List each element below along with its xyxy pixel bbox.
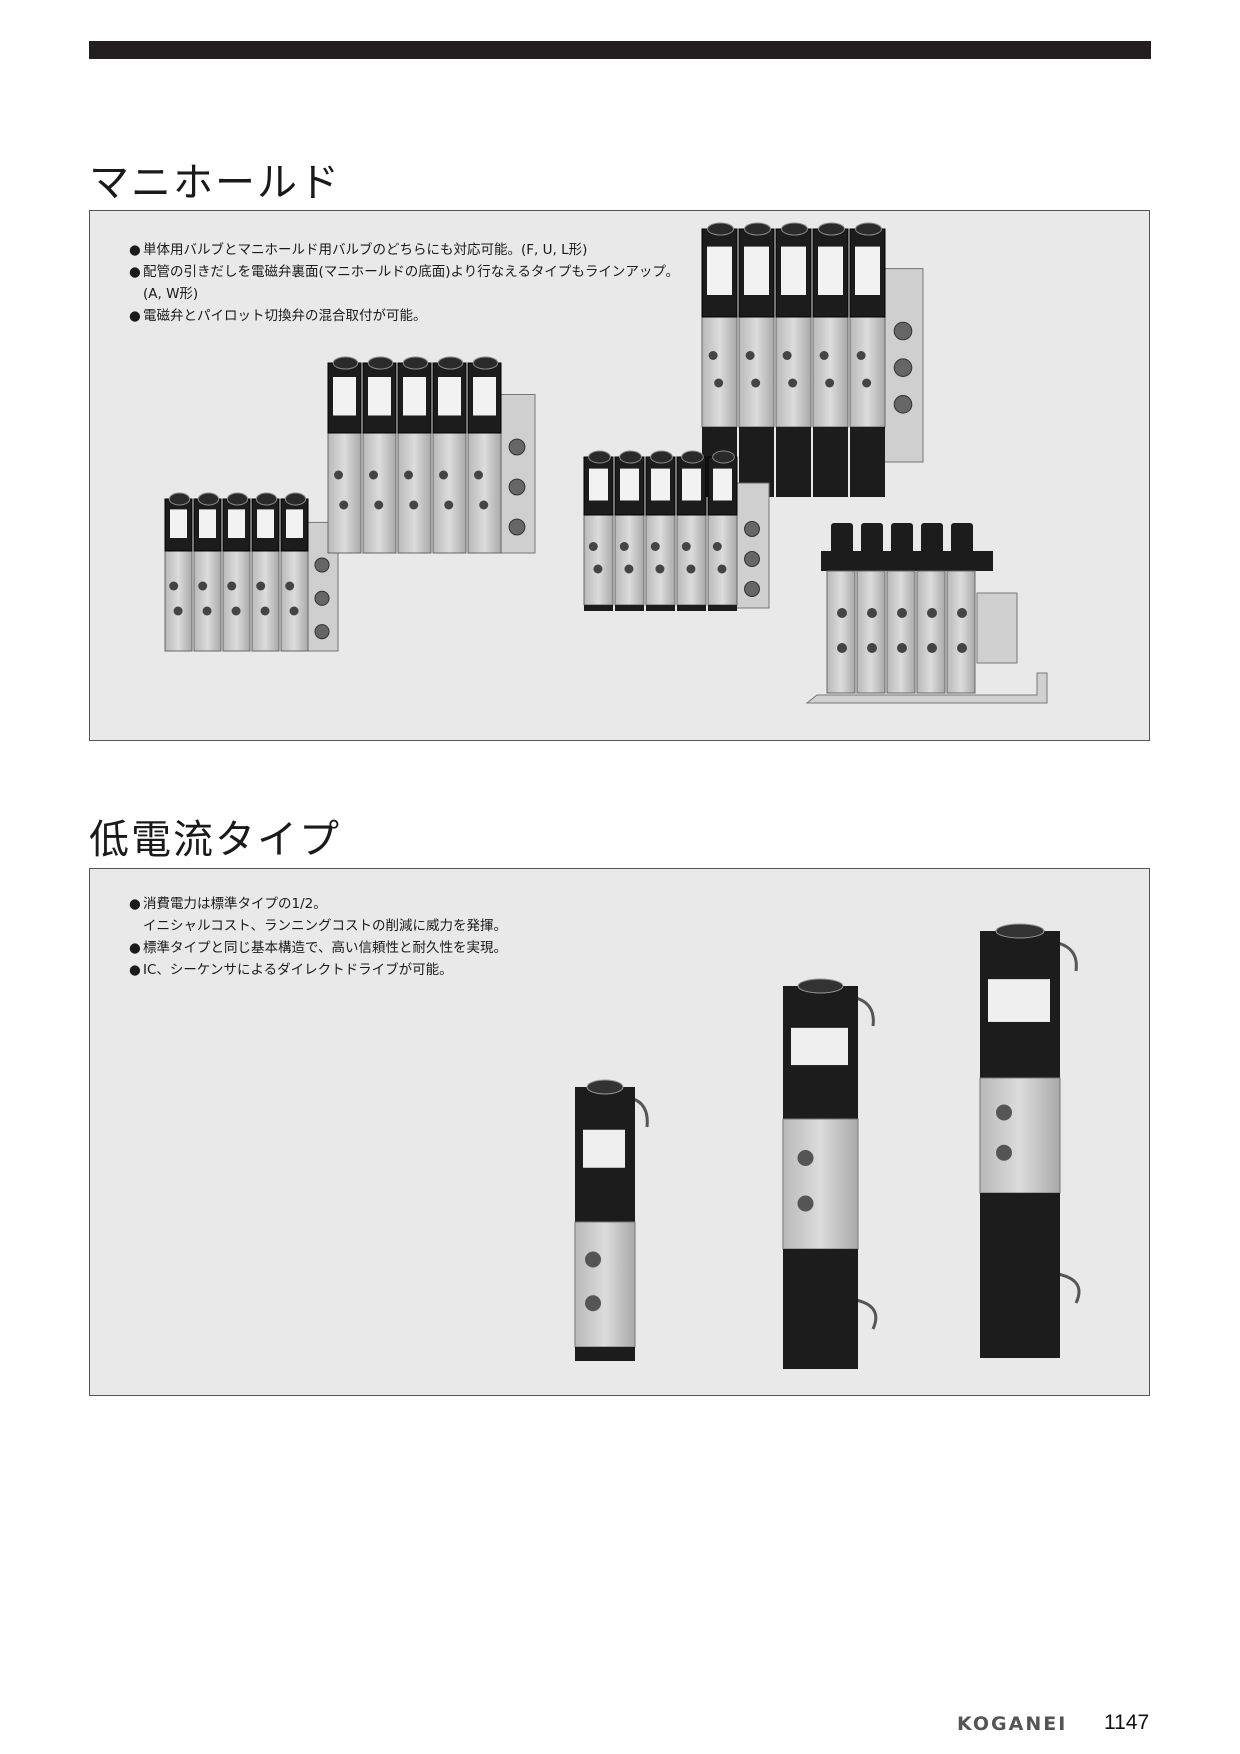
single-valve-photo-short (574, 1079, 649, 1361)
list-item: ●配管の引きだしを電磁弁裏面(マニホールドの底面)より行なえるタイプもラインアッ… (129, 264, 679, 302)
section-title-low-current: 低電流タイプ (89, 817, 341, 863)
list-item: ●IC、シーケンサによるダイレクトドライブが可能。 (129, 962, 453, 978)
low-current-feature-list: ●消費電力は標準タイプの1/2。イニシャルコスト、ランニングコストの削減に威力を… (129, 893, 507, 981)
manifold-panel: ●単体用バルブとマニホールド用バルブのどちらにも対応可能。(F, U, L形) … (89, 210, 1150, 741)
manifold-photo-center-right (583, 450, 770, 611)
list-item: ●電磁弁とパイロット切換弁の混合取付が可能。 (129, 308, 427, 324)
list-item: ●標準タイプと同じ基本構造で、高い信頼性と耐久性を実現。 (129, 940, 507, 956)
list-item: ●消費電力は標準タイプの1/2。イニシャルコスト、ランニングコストの削減に威力を… (129, 896, 507, 934)
manifold-photo-small-left (164, 492, 339, 652)
section-title-manifold: マニホールド (89, 160, 341, 206)
low-current-panel: ●消費電力は標準タイプの1/2。イニシャルコスト、ランニングコストの削減に威力を… (89, 868, 1150, 1396)
single-valve-photo-medium (782, 978, 878, 1369)
manifold-product-photos (164, 222, 1048, 704)
header-rule (89, 41, 1151, 59)
page-number: 1147 (1104, 1711, 1150, 1734)
single-valve-photo-tall (979, 923, 1081, 1358)
manifold-photo-connector-type (805, 523, 1048, 704)
list-item: ●単体用バルブとマニホールド用バルブのどちらにも対応可能。(F, U, L形) (129, 242, 588, 258)
manifold-photo-center (327, 356, 536, 554)
manifold-photo-top-right (701, 222, 924, 497)
manifold-feature-list: ●単体用バルブとマニホールド用バルブのどちらにも対応可能。(F, U, L形) … (129, 239, 679, 327)
low-current-product-photos (574, 923, 1081, 1369)
brand-logo: KOGANEI (957, 1713, 1068, 1735)
